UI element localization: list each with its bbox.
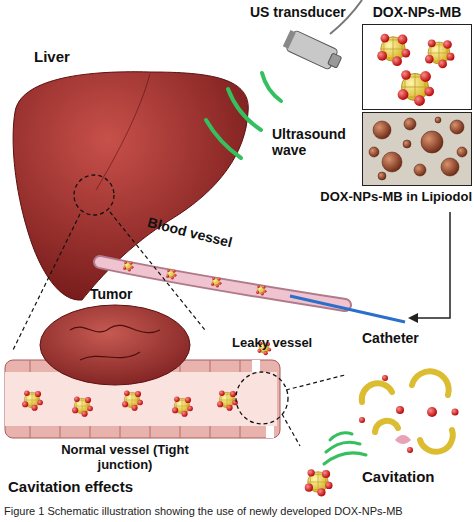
vessel-label: Normal vessel (Tight junction) [55,443,195,473]
nanoparticle [377,34,410,66]
panel-border [363,25,472,110]
nanoparticle [425,39,455,68]
microbubble [404,118,416,130]
delivery-arrow [414,212,450,318]
panel-label: DOX-NPs-MB in Lipiodol [270,190,472,205]
vessel-label: Blood vessel [146,214,234,251]
cavitation-waves [324,433,366,464]
micrograph [362,112,472,186]
catheter [290,296,405,322]
leaky-gap [252,360,260,372]
microbubble [457,147,467,157]
arrow-head [408,313,418,323]
released-drug [359,375,459,453]
liver-lobe-line [96,74,150,190]
zoom-circle [74,175,114,215]
nanoparticle [305,469,333,496]
nanoparticle [398,70,434,106]
zoom-circle [236,372,288,424]
panel-frame [362,24,472,110]
microbubble [435,117,441,123]
particle-panel: DOX-NPs-MB [362,4,472,110]
microbubble [441,158,459,176]
tumor-label: Tumor [90,286,133,302]
leaky-gap [266,426,274,438]
microbubble [403,140,411,148]
vessel-particles [22,342,271,417]
microbubble [421,131,443,153]
ultrasound-waves [206,73,281,158]
microbubble [414,164,426,176]
panel-border [363,113,472,186]
device-label: US transducer [250,4,346,20]
wave-label: Ultrasound wave [272,126,356,158]
tumor [40,305,190,385]
catheter-label: Catheter [362,330,419,346]
blood-vessel-lumen [100,262,345,305]
liver [13,72,248,300]
vessel-label: Leaky vessel [232,336,312,351]
process-label: Cavitation [362,468,435,485]
microbubble [382,152,402,172]
broken-shells [362,371,453,451]
microbubble [378,172,386,180]
us-transducer [282,28,344,72]
figure-caption: Figure 1 Schematic illustration showing … [4,505,403,518]
microbubble [369,147,379,157]
vessel-particles [123,261,266,295]
blood-vessel [100,262,345,305]
organ-label: Liver [34,48,70,65]
panel-label: DOX-NPs-MB [362,4,472,20]
section-title: Cavitation effects [8,478,133,495]
tumor-vessels [70,325,160,360]
microbubble [450,120,464,134]
microbubble [373,121,391,139]
